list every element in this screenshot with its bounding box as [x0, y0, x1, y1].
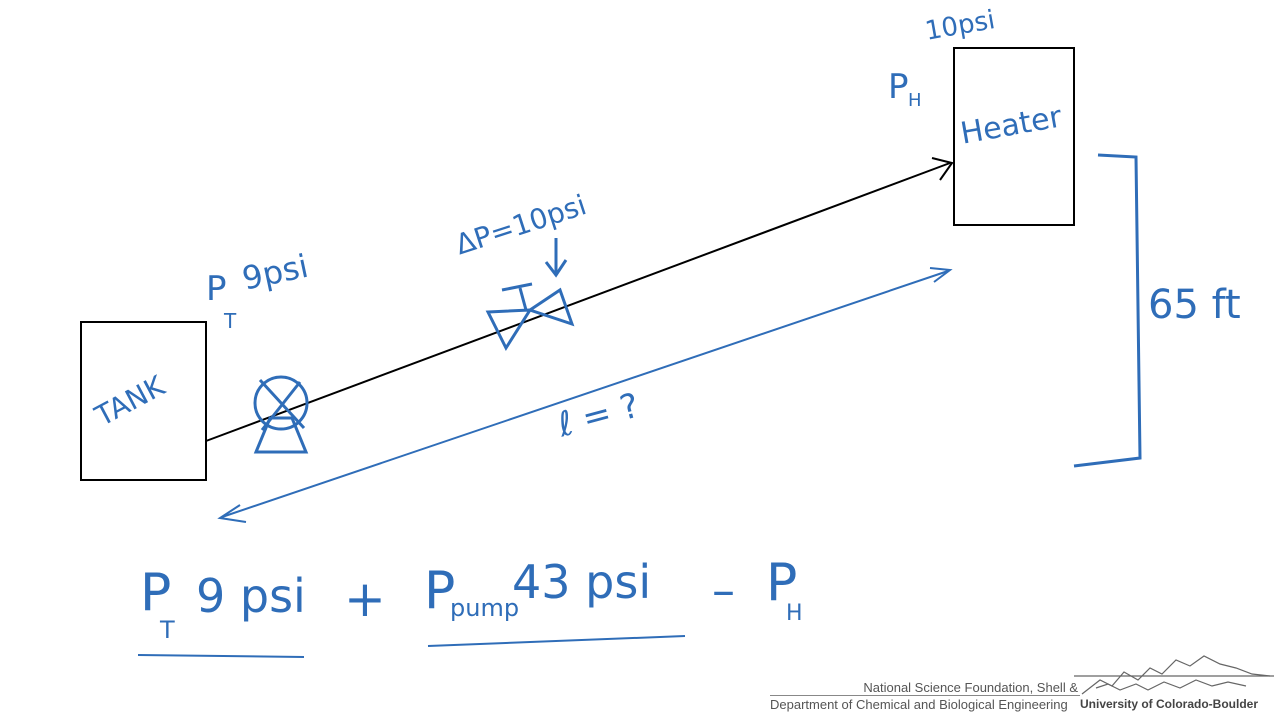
heater-pressure-value: 10psi: [923, 5, 997, 47]
equation-term3-sub: H: [786, 601, 803, 626]
heater-pressure-symbol: P: [888, 67, 909, 107]
equation-minus: –: [712, 563, 735, 617]
tank-pressure-symbol: P: [206, 269, 227, 309]
equation-term1-underline: [137, 654, 305, 658]
valve-pointer-arrow: [544, 238, 568, 278]
heater-box: [953, 47, 1075, 226]
tank-box: [80, 321, 207, 481]
equation-plus: +: [344, 570, 386, 628]
university-logo-mountains: [1074, 655, 1274, 695]
pipe-arrowhead: [931, 157, 954, 181]
footer-credits: National Science Foundation, Shell & Dep…: [770, 676, 1270, 716]
credit-line-2: Department of Chemical and Biological En…: [770, 697, 1068, 712]
height-bracket: [1073, 153, 1142, 468]
pump-icon: [253, 375, 309, 454]
equation-term1-sub: T: [159, 616, 175, 644]
length-arrowhead-right: [929, 267, 953, 283]
valve-pressure-drop: ΔP=10psi: [452, 188, 591, 261]
tank-label: TANK: [89, 369, 171, 433]
equation-term2-value: 43 psi: [512, 555, 651, 609]
tank-pressure-value: 9psi: [239, 247, 312, 298]
equation-term2-sub: pump: [450, 594, 519, 622]
length-arrow-line: [221, 270, 949, 518]
valve-icon: [485, 282, 575, 352]
credit-divider: [770, 695, 1080, 696]
credit-line-1: National Science Foundation, Shell &: [863, 680, 1078, 695]
university-name: University of Colorado-Boulder: [1079, 697, 1258, 711]
tank-pressure-sub: T: [223, 309, 237, 333]
equation-term3-symbol: P: [766, 553, 797, 613]
equation-term1-symbol: P: [140, 563, 171, 623]
equation-term1-value: 9 psi: [196, 569, 306, 623]
length-arrowhead-left: [217, 504, 247, 523]
height-label: 65 ft: [1148, 282, 1241, 328]
equation: P T 9 psi + P pump 43 psi – P H: [137, 553, 803, 658]
length-label: ℓ = ?: [553, 386, 644, 446]
heater-pressure-sub: H: [908, 90, 922, 111]
heater-label: Heater: [958, 99, 1065, 151]
pipe-line: [205, 162, 951, 442]
equation-term2-symbol: P: [424, 561, 455, 621]
equation-term2-underline: [427, 635, 686, 647]
